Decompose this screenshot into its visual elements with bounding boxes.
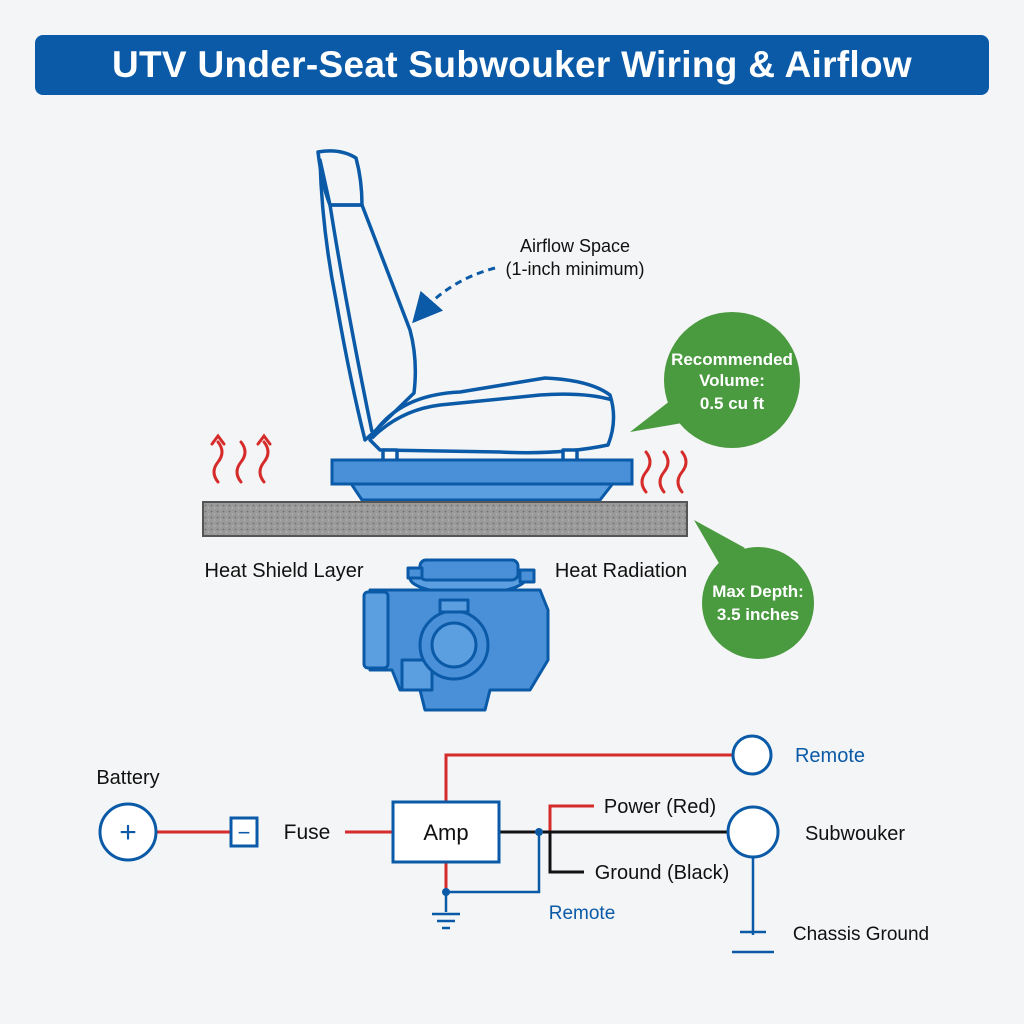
heat-waves-right-icon (640, 450, 688, 494)
subwoofer-terminal-icon (726, 805, 780, 859)
heat-radiation-label: Heat Radiation (555, 560, 687, 582)
chassis-ground-icon (732, 930, 774, 954)
heat-waves-left-icon (210, 433, 272, 484)
airflow-label: Airflow Space (520, 236, 630, 256)
battery-symbol: + (119, 816, 137, 849)
remote-terminal-icon (731, 734, 773, 776)
fuse-symbol: − (238, 820, 251, 845)
remote-bottom-label: Remote (549, 903, 616, 924)
title-bar: UTV Under-Seat Subwouker Wiring & Airflo… (35, 35, 989, 95)
ground-symbol-icon (432, 912, 460, 930)
volume-bubble-line3: 0.5 cu ft (700, 394, 765, 413)
volume-bubble-line2: Volume: (699, 371, 765, 390)
fuse-icon: − (229, 816, 259, 848)
ground-label: Ground (Black) (595, 862, 730, 884)
wiring-diagram (157, 753, 774, 954)
battery-label: Battery (96, 767, 159, 789)
amp-box (391, 800, 501, 864)
subwoofer-enclosure (330, 458, 634, 502)
fuse-label: Fuse (284, 821, 331, 844)
volume-bubble: Recommended Volume: 0.5 cu ft (630, 312, 800, 448)
remote-top-label: Remote (795, 745, 865, 767)
subwoofer-label: Subwouker (805, 823, 905, 845)
chassis-ground-label: Chassis Ground (793, 924, 929, 945)
depth-bubble-line1: Max Depth: (712, 582, 804, 601)
seat-icon (316, 149, 616, 464)
heat-shield-label: Heat Shield Layer (205, 560, 364, 582)
airflow-sublabel: (1-inch minimum) (505, 259, 644, 279)
page-title: UTV Under-Seat Subwouker Wiring & Airflo… (112, 44, 912, 85)
depth-bubble-line2: 3.5 inches (717, 605, 799, 624)
power-label: Power (Red) (604, 796, 716, 818)
battery-icon: + (98, 802, 158, 862)
engine-icon (362, 558, 550, 712)
volume-bubble-line1: Recommended (671, 350, 793, 369)
airflow-arrow-icon (412, 266, 496, 324)
amp-label: Amp (423, 820, 468, 845)
heat-shield-layer (202, 501, 688, 537)
depth-bubble: Max Depth: 3.5 inches (694, 520, 814, 659)
